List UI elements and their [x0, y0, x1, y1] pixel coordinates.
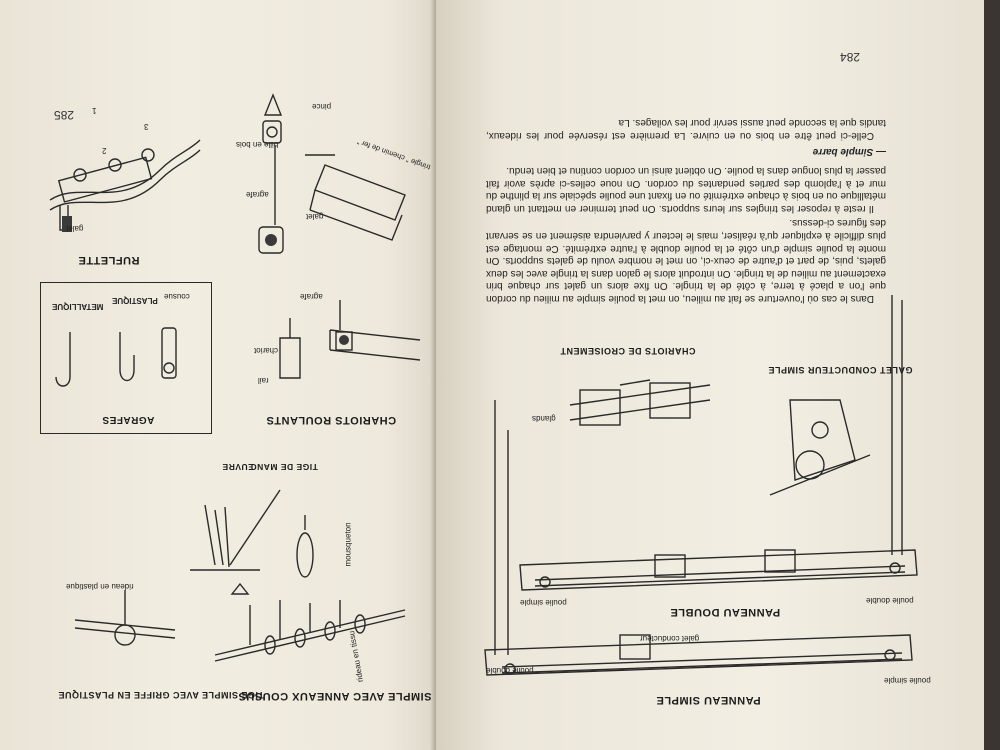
paragraph-2: Il reste à reposer les tringles sur leur…	[486, 165, 886, 214]
cords-illustration	[494, 295, 903, 655]
left-page: 285 1 2 3 galet RUFLETTE	[0, 0, 452, 750]
agrafes-title: AGRAFES	[102, 414, 155, 425]
tube-simple-illustration	[214, 600, 406, 662]
agrafe-metallique: METALLIQUE	[52, 302, 104, 311]
tige-manoeuvre-illustration	[190, 489, 281, 571]
tube-simple-title: TUBE SIMPLE AVEC ANNEAUX COUSUS	[238, 690, 452, 702]
chemin-de-fer-illustration	[258, 93, 406, 254]
panneau-simple-illustration	[484, 634, 913, 676]
galet-label: galet	[306, 212, 324, 221]
ruflette-galet-label: galet	[66, 224, 84, 233]
bille-label: bille en bois	[236, 140, 279, 149]
ruflette-num-1: 1	[92, 106, 97, 115]
tige-manoeuvre-title: TIGE DE MANŒUVRE	[222, 462, 318, 472]
agrafe-plastique: PLASTIQUE	[112, 296, 158, 305]
tige-simple-illustration	[74, 590, 176, 646]
rail-label: rail	[258, 376, 269, 385]
agrafe-label-2: agrafe	[300, 292, 323, 301]
tige-simple-title: TIGE SIMPLE AVEC GRIFFE EN PLASTIQUE	[58, 690, 265, 700]
agrafes-box	[40, 282, 212, 434]
chariots-roulants-title: CHARIOTS ROULANTS	[266, 414, 397, 426]
agrafe-label-1: agrafe	[246, 190, 269, 199]
panneau-double-illustration	[519, 549, 918, 591]
right-page-number: 284	[840, 50, 861, 64]
chariots-croisement-illustration	[569, 379, 711, 426]
poulie-simple-label-1: poulie simple	[884, 676, 931, 685]
rideau-plastique-label: rideau en plastique	[66, 582, 134, 591]
paragraph-3: Celle-ci peut être en bois ou en cuivre.…	[486, 117, 886, 141]
agrafes-illustration	[55, 327, 177, 387]
body-text: Dans le cas où l'ouverture se fait au mi…	[486, 72, 886, 304]
arrow-up-icon	[230, 582, 250, 595]
chariots-roulants-illustration	[279, 300, 421, 379]
agrafe-cousue: cousue	[164, 292, 190, 301]
chariot-label: chariot	[254, 346, 279, 355]
ruflette-num-3: 3	[144, 122, 149, 131]
mousqueton-label: mousqueton	[343, 522, 353, 567]
pince-label: pince	[312, 102, 332, 111]
mousqueton-illustration	[296, 515, 314, 578]
ruflette-title: RUFLETTE	[78, 254, 140, 266]
ruflette-num-2: 2	[102, 146, 107, 155]
galet-conducteur-illustration	[769, 399, 871, 496]
ruflette-illustration	[49, 139, 201, 232]
panneau-simple-title: PANNEAU SIMPLE	[656, 694, 761, 706]
section-heading: — Simple barre	[812, 146, 886, 158]
